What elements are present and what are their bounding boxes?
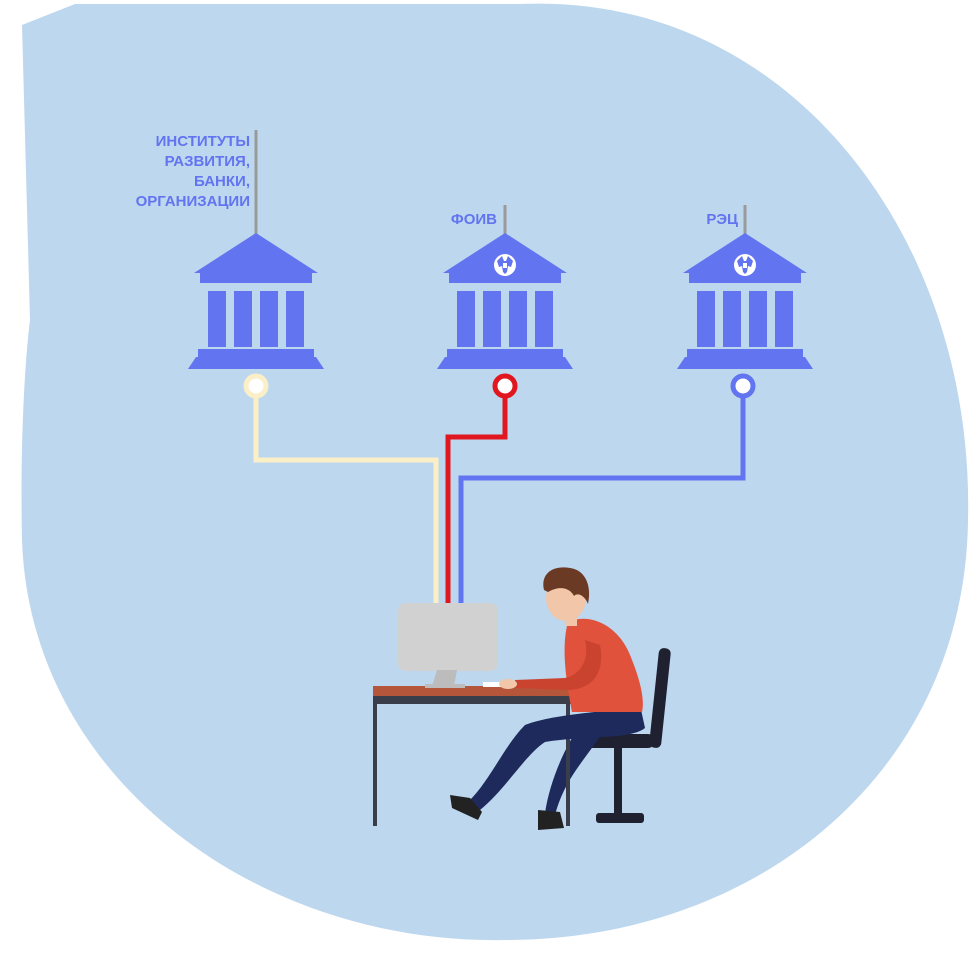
label-institutes: ИНСТИТУТЫ РАЗВИТИЯ, БАНКИ, ОРГАНИЗАЦИИ: [135, 133, 250, 210]
emblem-foiv-icon: [494, 254, 516, 276]
connector-institutes: [253, 397, 439, 605]
label-foiv: ФОИВ: [450, 211, 497, 228]
connector-rec: [458, 397, 746, 605]
label-rec: РЭЦ: [706, 211, 738, 228]
connector-foiv: [445, 397, 508, 605]
node-foiv: [492, 373, 518, 399]
emblem-rec-icon: [734, 254, 756, 276]
node-rec: [730, 373, 756, 399]
person-at-computer-illustration: [373, 567, 671, 830]
node-institutes: [243, 373, 269, 399]
